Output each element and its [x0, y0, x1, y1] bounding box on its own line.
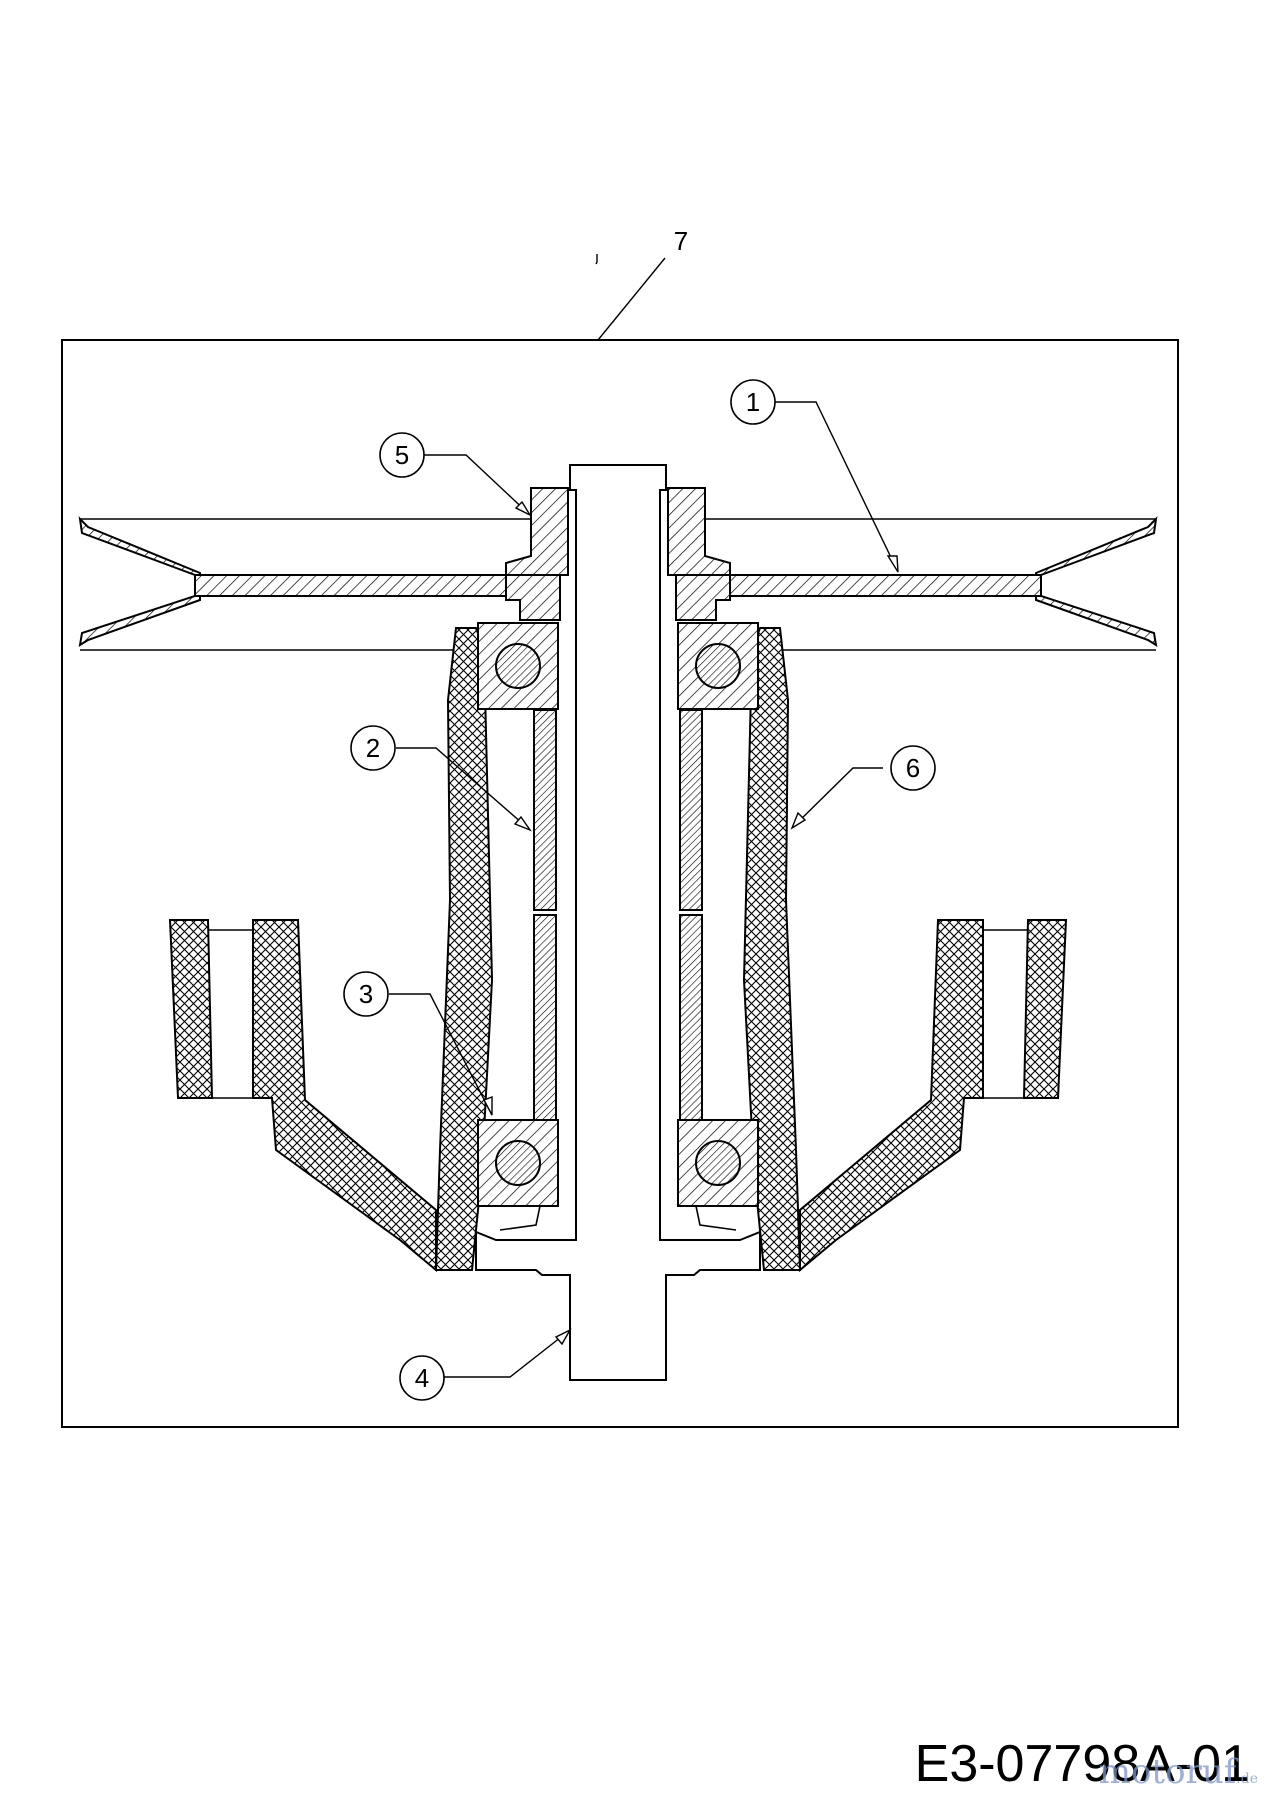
callout-6: 6 [890, 745, 936, 791]
callout-5: 5 [379, 432, 425, 478]
nut [505, 487, 731, 576]
pulley-outline [80, 518, 1156, 651]
watermark-text: motoruf [1098, 1752, 1237, 1792]
callout-5-number: 5 [395, 440, 409, 470]
pulley [78, 516, 1158, 648]
callout-7: 7 [674, 226, 688, 256]
callout-2-number: 2 [366, 733, 380, 763]
spindle-housing [168, 627, 1068, 1273]
bearing-retainer-right [695, 1205, 754, 1231]
lower-bearing-left [477, 1119, 559, 1207]
document-id: E3-07798A-01 [914, 1735, 1250, 1793]
callout-4: 4 [399, 1355, 445, 1401]
callout-6-number: 6 [906, 753, 920, 783]
upper-bearing-left [477, 622, 559, 710]
assembly-frame [61, 339, 1179, 1428]
bearing-spacer [533, 709, 703, 1121]
lower-bearing-right [677, 1119, 759, 1207]
callout-4-number: 4 [415, 1363, 429, 1393]
leader-lines [389, 254, 899, 1378]
upper-bearing-right [677, 622, 759, 710]
spindle-shaft [475, 464, 761, 1381]
leader-arrowheads [483, 500, 899, 1346]
callout-3-number: 3 [359, 979, 373, 1009]
watermark-suffix: .de [1236, 1771, 1258, 1787]
watermark-logo: motoruf.de [1099, 1752, 1258, 1792]
callout-2: 2 [350, 725, 396, 771]
callout-3: 3 [343, 971, 389, 1017]
callout-1: 1 [730, 379, 776, 425]
assembly-number-label: 7 [674, 226, 688, 256]
bearing-retainer-left [482, 1205, 541, 1231]
callout-1-number: 1 [746, 387, 760, 417]
housing-flange-lines [208, 929, 1028, 1099]
